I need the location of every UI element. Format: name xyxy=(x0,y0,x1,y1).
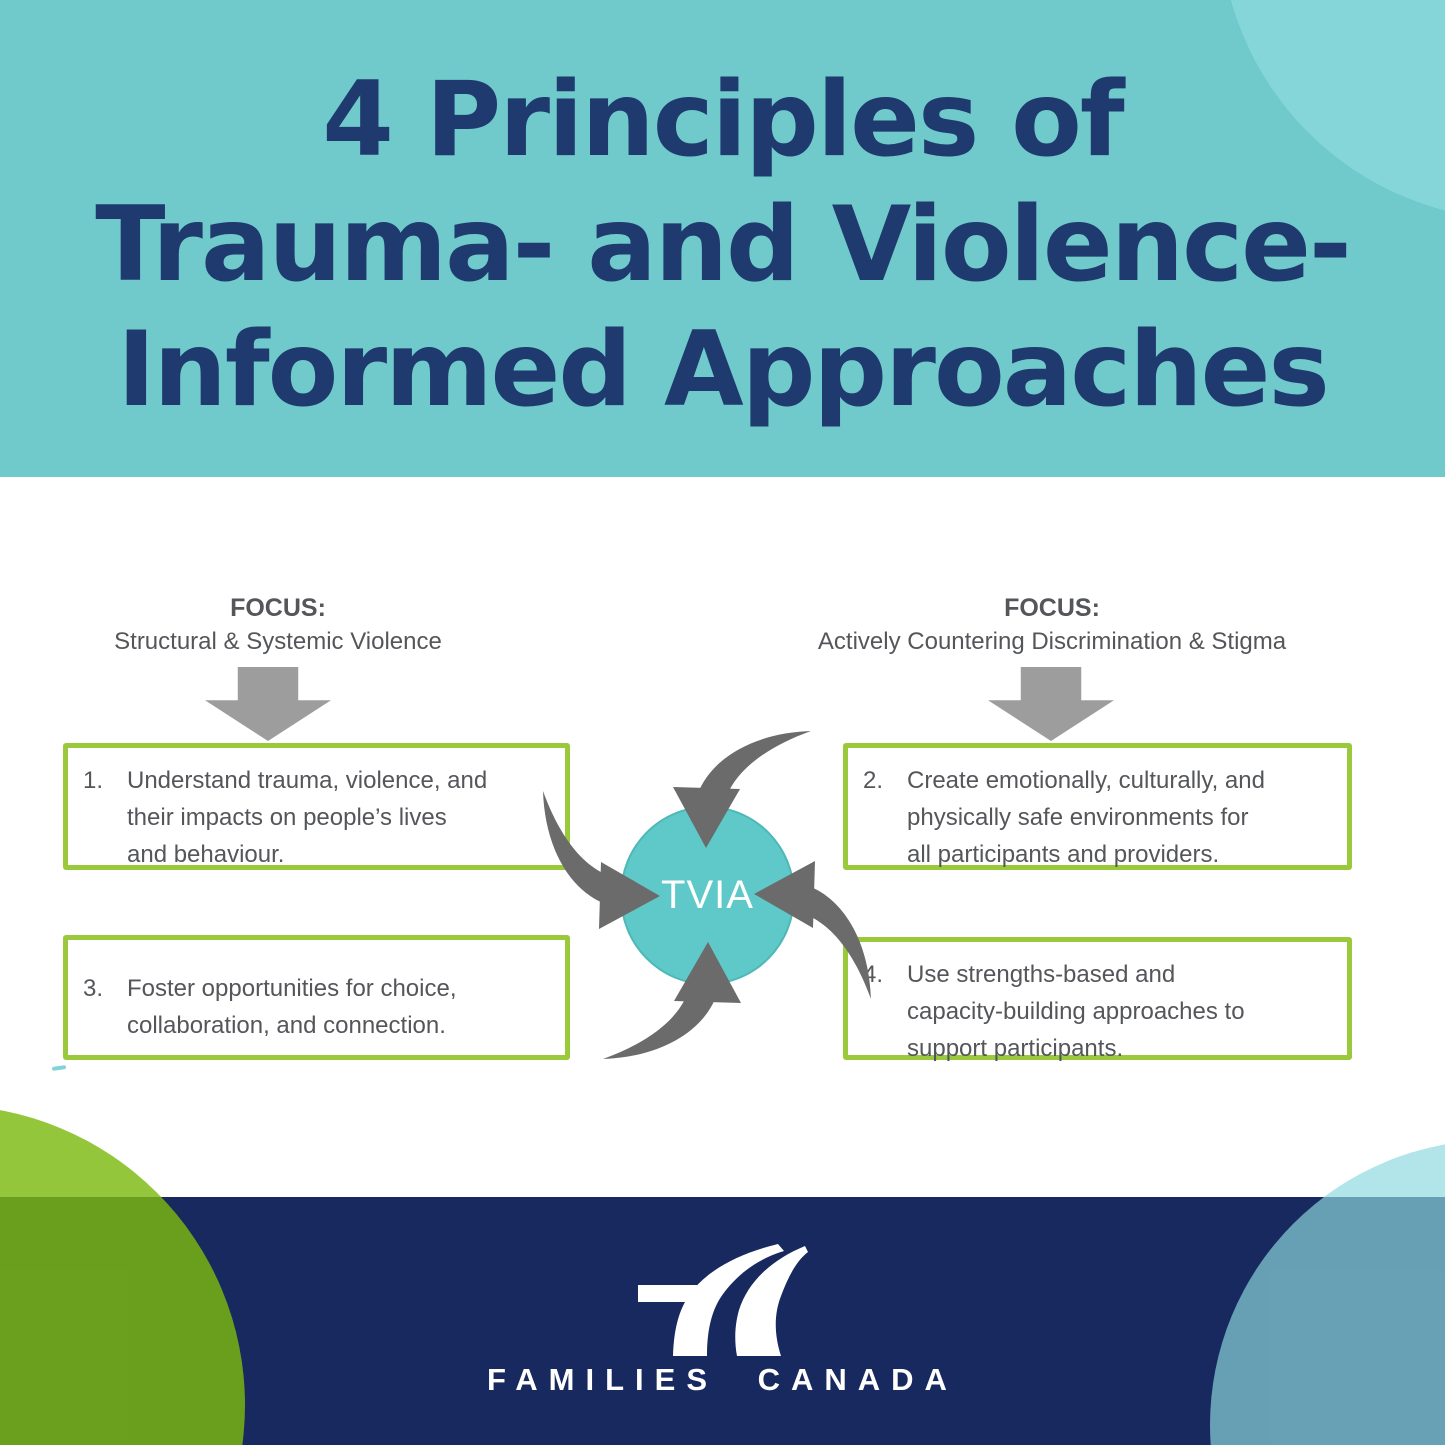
page-title: 4 Principles of Trauma- and Violence- In… xyxy=(0,58,1445,433)
principle-box-1: 1. Understand trauma, violence, and thei… xyxy=(63,743,570,870)
focus-left-label: FOCUS: xyxy=(230,594,326,622)
principle-1-text: Understand trauma, violence, and their i… xyxy=(127,767,488,868)
focus-right-label: FOCUS: xyxy=(1004,594,1100,622)
principle-3-text: Foster opportunities for choice, collabo… xyxy=(127,975,457,1039)
families-canada-fc-icon xyxy=(637,1244,808,1356)
header-band: 4 Principles of Trauma- and Violence- In… xyxy=(0,0,1445,477)
principle-2-text: Create emotionally, culturally, and phys… xyxy=(907,767,1265,868)
focus-right-subtitle: Actively Countering Discrimination & Sti… xyxy=(817,628,1287,655)
title-line-1: 4 Principles of xyxy=(322,60,1124,180)
principle-box-2: 2. Create emotionally, culturally, and p… xyxy=(843,743,1352,870)
families-canada-logo: FAMILIES CANADA xyxy=(0,1244,1445,1398)
focus-left: FOCUS: Structural & Systemic Violence xyxy=(18,592,538,658)
tvia-center-circle: TVIA xyxy=(620,806,795,985)
footer-wordmark: FAMILIES CANADA xyxy=(487,1362,958,1397)
down-arrow-icon xyxy=(205,667,331,741)
principle-3-number: 3. xyxy=(83,975,104,1002)
focus-left-subtitle: Structural & Systemic Violence xyxy=(114,628,442,655)
title-line-2: Trauma- and Violence- xyxy=(95,185,1352,305)
principle-2-number: 2. xyxy=(863,767,884,794)
title-line-3: Informed Approaches xyxy=(117,310,1330,430)
stray-teal-mark xyxy=(51,1065,67,1071)
tvia-label: TVIA xyxy=(661,873,754,917)
down-arrow-icon xyxy=(988,667,1114,741)
principle-1-number: 1. xyxy=(83,767,104,794)
principle-4-text: Use strengths-based and capacity-buildin… xyxy=(907,961,1245,1062)
principle-4-number: 4. xyxy=(863,961,884,988)
principle-box-4: 4. Use strengths-based and capacity-buil… xyxy=(843,937,1352,1062)
focus-right: FOCUS: Actively Countering Discriminatio… xyxy=(792,592,1312,658)
principle-box-3: 3. Foster opportunities for choice, coll… xyxy=(63,935,570,1060)
